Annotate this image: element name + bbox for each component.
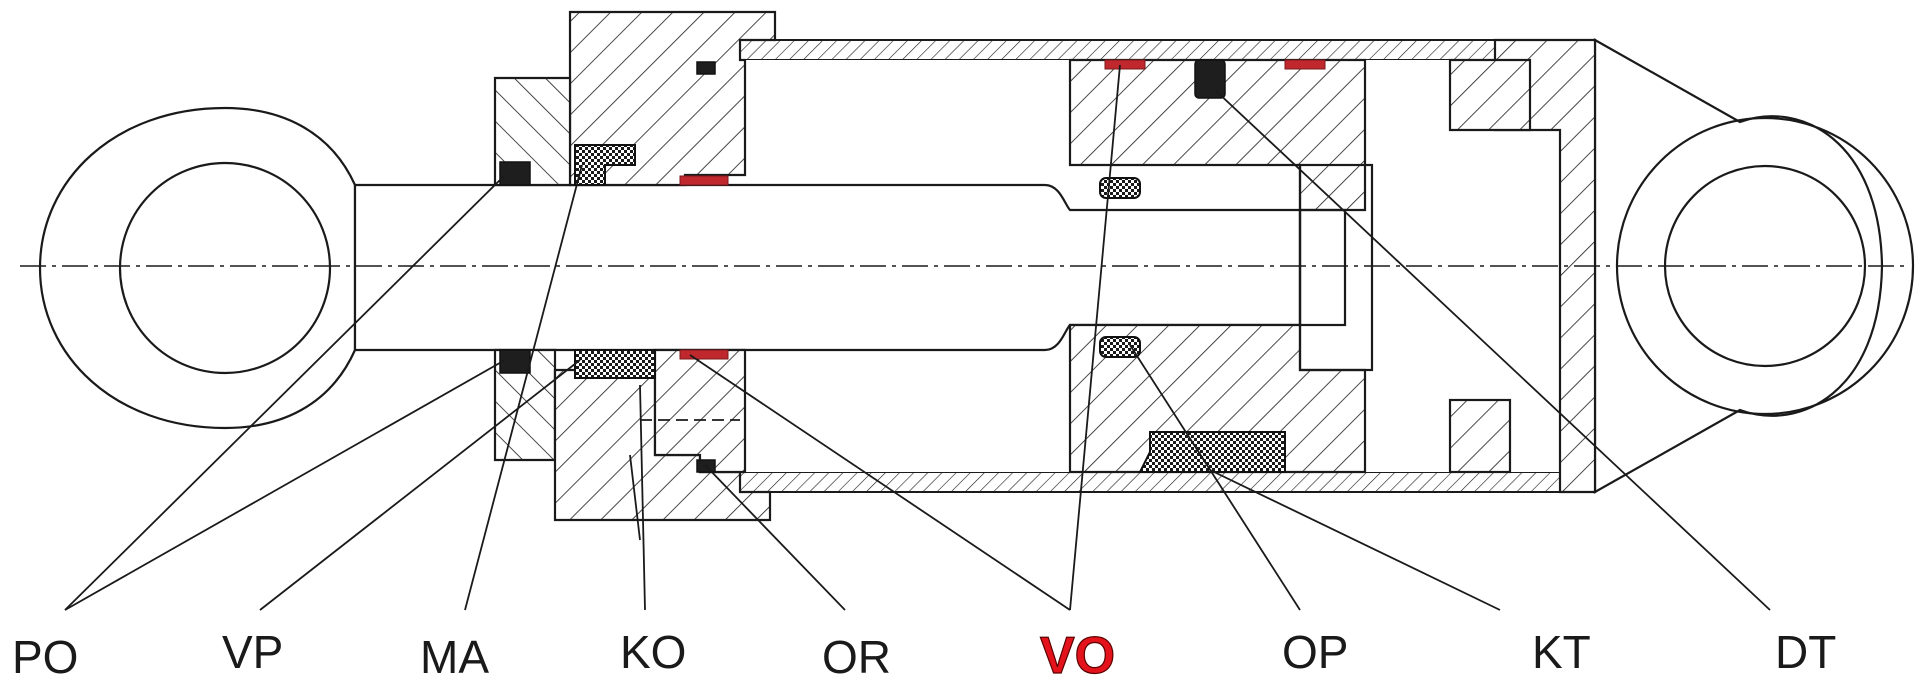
gland: [493, 10, 777, 541]
piston-seal-top: [1194, 59, 1226, 99]
oring-gland-top: [696, 61, 716, 75]
piston: [1068, 58, 1374, 474]
guide-ring-piston-2: [1284, 59, 1326, 70]
label-or: OR: [822, 631, 891, 683]
guide-ring-gland-top: [679, 175, 729, 186]
label-po: PO: [12, 631, 78, 683]
label-kt: KT: [1532, 626, 1591, 678]
leader-lines: [64, 64, 1771, 611]
wiper-seal-top: [499, 161, 531, 186]
labels: PO VP MA KO OR VO OP KT DT: [12, 626, 1836, 683]
seals: [499, 59, 1326, 473]
rod-eye: [38, 106, 357, 430]
label-vp: VP: [222, 626, 283, 678]
label-ko: KO: [620, 626, 686, 678]
label-vo: VO: [1040, 627, 1115, 683]
wiper-seal-bottom: [499, 349, 531, 374]
piston-compact-seal: [1138, 431, 1286, 473]
label-op: OP: [1282, 626, 1348, 678]
label-dt: DT: [1775, 626, 1836, 678]
guide-ring-piston-1: [1104, 59, 1146, 70]
label-ma: MA: [420, 631, 489, 683]
end-cap: [1448, 38, 1597, 494]
rod-seal-bottom: [574, 349, 656, 379]
guide-ring-gland-bottom: [679, 349, 729, 360]
piston-oring-top: [1099, 177, 1141, 199]
piston-oring-bottom: [1099, 336, 1141, 358]
rod-seal-top: [574, 144, 636, 186]
